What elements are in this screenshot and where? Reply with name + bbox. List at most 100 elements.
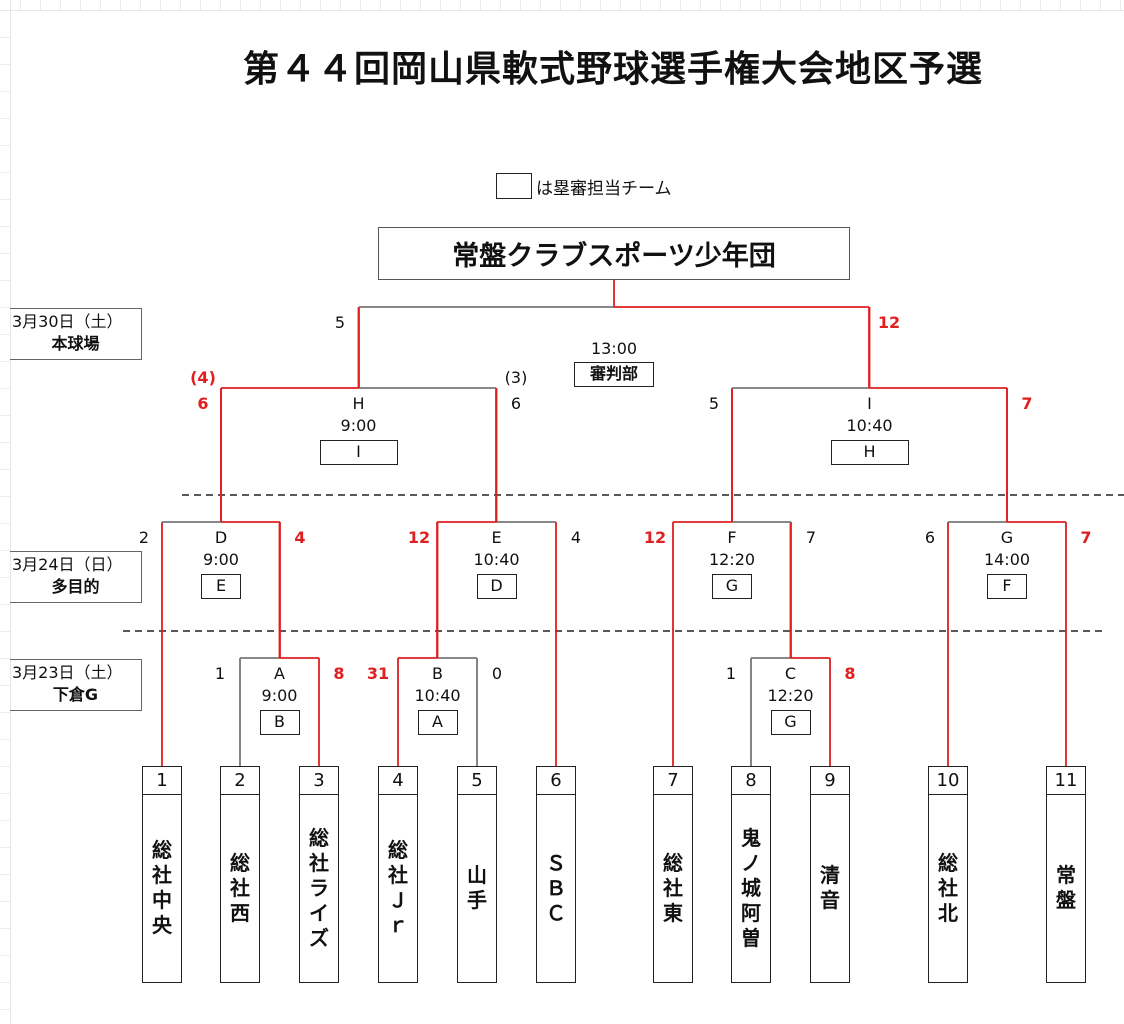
grid-line	[0, 64, 10, 65]
grid-line	[0, 982, 10, 983]
team-name-char: 盤	[1056, 888, 1076, 912]
grid-line	[740, 0, 741, 10]
umpire-team-box: D	[476, 574, 517, 599]
team-name: 総社北	[929, 794, 967, 982]
team-name: 鬼ノ城阿曽	[732, 794, 770, 982]
grid-line	[0, 442, 10, 443]
umpire-team-box: I	[319, 440, 398, 465]
score-right: 0	[491, 664, 503, 683]
score-right: 8	[844, 664, 856, 683]
grid-line	[1000, 0, 1001, 10]
umpire-team-box: G	[712, 574, 752, 599]
score-right: 7	[1080, 528, 1092, 547]
grid-line	[0, 37, 10, 38]
match-time: 12:20	[767, 686, 814, 705]
page-title: 第４４回岡山県軟式野球選手権大会地区予選	[243, 49, 984, 90]
grid-line	[520, 0, 521, 10]
grid-line	[540, 0, 541, 10]
grid-line	[760, 0, 761, 10]
sheet-row-header	[0, 0, 11, 1024]
grid-line	[780, 0, 781, 10]
match-label: I	[867, 394, 872, 413]
grid-line	[180, 0, 181, 10]
grid-line	[1020, 0, 1021, 10]
grid-line	[40, 0, 41, 10]
team-name-char: 北	[938, 900, 958, 925]
team-name-char: 総	[230, 850, 250, 875]
grid-line	[0, 1009, 10, 1010]
grid-line	[0, 685, 10, 686]
grid-line	[400, 0, 401, 10]
umpire-team-box: B	[259, 710, 300, 735]
team-name-char: 阿	[741, 900, 761, 925]
grid-line	[860, 0, 861, 10]
team-name-char: 山	[467, 863, 487, 887]
team-name: 総社東	[654, 794, 692, 982]
grid-line	[60, 0, 61, 10]
grid-line	[380, 0, 381, 10]
grid-line	[0, 820, 10, 821]
match-label: D	[214, 528, 228, 547]
grid-line	[620, 0, 621, 10]
grid-line	[1060, 0, 1061, 10]
score-left: 12	[407, 528, 431, 547]
team-number: 10	[929, 767, 967, 795]
match-time: 10:40	[473, 550, 520, 569]
grid-line	[0, 928, 10, 929]
grid-line	[0, 604, 10, 605]
champion-name: 常盤クラブスポーツ少年団	[452, 241, 776, 272]
match-label: C	[784, 664, 797, 683]
grid-line	[1100, 0, 1101, 10]
grid-line	[120, 0, 121, 10]
team-name-char: 清	[820, 863, 840, 887]
team-number: 8	[732, 767, 770, 795]
date-box-round2: 3月24日（日） 多目的	[10, 551, 142, 603]
score-left: 5	[708, 394, 720, 413]
team-name-char: 央	[152, 913, 172, 937]
grid-line	[940, 0, 941, 10]
grid-line	[0, 172, 10, 173]
team-name-char: ズ	[309, 925, 329, 950]
score-right: 4	[570, 528, 582, 547]
date-label: 3月24日（日）	[12, 555, 123, 574]
sheet-column-header	[0, 0, 1124, 11]
grid-line	[0, 145, 10, 146]
team-number: 2	[221, 767, 259, 795]
team-name-char: 総	[663, 850, 683, 875]
grid-line	[340, 0, 341, 10]
grid-line	[640, 0, 641, 10]
score-note-right: (3)	[504, 368, 528, 387]
match-label: F	[727, 528, 737, 547]
team-name-char: 中	[152, 888, 172, 912]
team-name: 総社西	[221, 794, 259, 982]
team-name-char: 社	[663, 875, 683, 900]
match-time: 14:00	[983, 550, 1031, 569]
score-left: 12	[643, 528, 667, 547]
grid-line	[0, 253, 10, 254]
grid-line	[240, 0, 241, 10]
grid-line	[1120, 0, 1121, 10]
team-name: 総社ライズ	[300, 794, 338, 982]
team-name-char: 手	[467, 888, 487, 912]
grid-line	[220, 0, 221, 10]
grid-line	[100, 0, 101, 10]
umpire-team-box: F	[987, 574, 1027, 599]
team-name-char: 社	[152, 863, 172, 887]
team-number: 4	[379, 767, 417, 795]
grid-line	[20, 0, 21, 10]
score-left: 1	[214, 664, 226, 683]
grid-line	[80, 0, 81, 10]
grid-line	[0, 874, 10, 875]
team-name-char: 社	[938, 875, 958, 900]
grid-line	[300, 0, 301, 10]
